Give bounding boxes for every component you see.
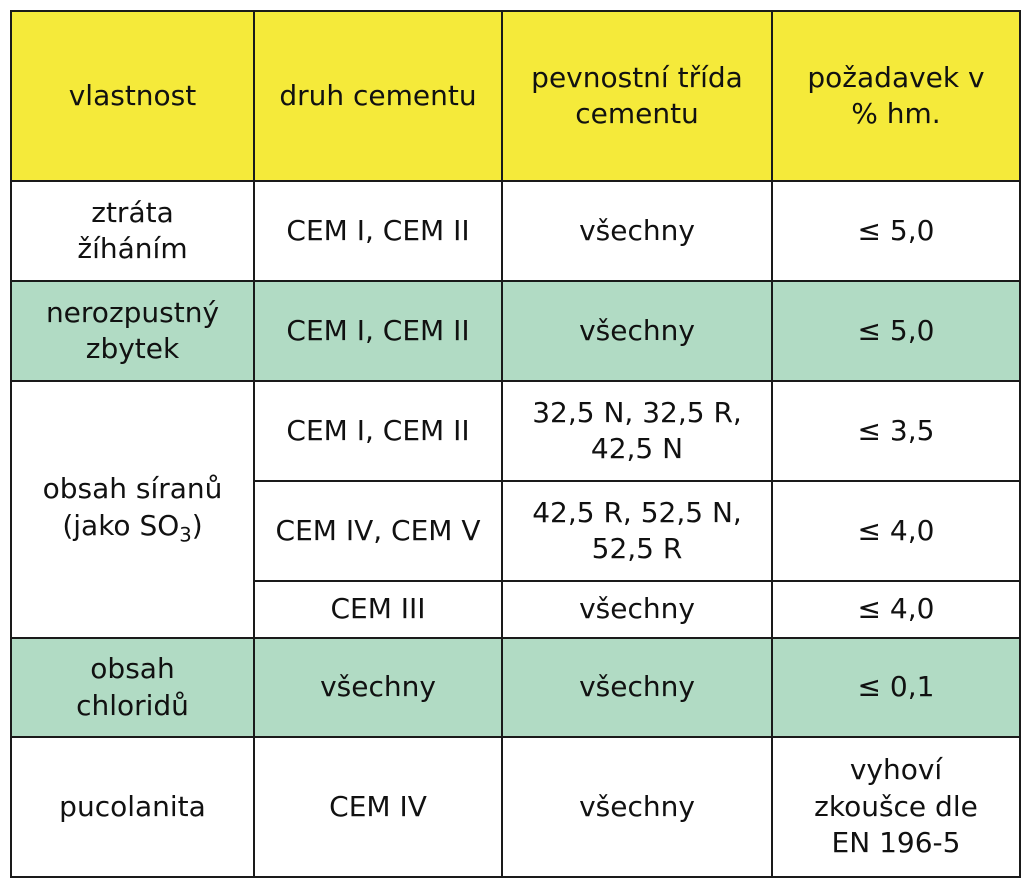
- sulfate-property-formula: (jako SO3): [18, 508, 247, 548]
- cell-requirement: ≤ 5,0: [771, 280, 1021, 382]
- cell-requirement: ≤ 5,0: [771, 180, 1021, 282]
- cell-requirement: ≤ 3,5: [771, 380, 1021, 482]
- cell-strength-class: všechny: [501, 280, 773, 382]
- row-sulfate-1: obsah síranů (jako SO3) CEM I, CEM II 32…: [10, 380, 1021, 639]
- header-strength-class-text: pevnostní třída cementu: [531, 60, 743, 130]
- header-cement-type: druh cementu: [253, 10, 503, 182]
- header-property: vlastnost: [10, 10, 255, 182]
- cell-requirement: ≤ 4,0: [771, 580, 1021, 639]
- cell-requirement: ≤ 0,1: [771, 637, 1021, 738]
- cell-strength-class: všechny: [501, 180, 773, 282]
- cement-requirements-table: vlastnost druh cementu pevnostní třída c…: [10, 10, 1021, 878]
- cell-property: obsah chloridů: [10, 637, 255, 738]
- cell-cement-type: všechny: [253, 637, 503, 738]
- cell-cement-type: CEM I, CEM II: [253, 180, 503, 282]
- cell-property: ztráta žíháním: [10, 180, 255, 282]
- cell-strength-class: 32,5 N, 32,5 R, 42,5 N: [501, 380, 773, 482]
- row-chloride: obsah chloridů všechny všechny ≤ 0,1: [10, 637, 1021, 738]
- row-pozzolanicity: pucolanita CEM IV všechny vyhoví zkoušce…: [10, 736, 1021, 878]
- strength-class-text: 42,5 R, 52,5 N, 52,5 R: [532, 495, 742, 565]
- cell-strength-class: 42,5 R, 52,5 N, 52,5 R: [501, 480, 773, 582]
- header-row: vlastnost druh cementu pevnostní třída c…: [10, 10, 1021, 182]
- row-insoluble-residue: nerozpustný zbytek CEM I, CEM II všechny…: [10, 280, 1021, 382]
- property-text: nerozpustný zbytek: [45, 295, 220, 365]
- row-loss-on-ignition: ztráta žíháním CEM I, CEM II všechny ≤ 5…: [10, 180, 1021, 282]
- cell-cement-type: CEM I, CEM II: [253, 280, 503, 382]
- row-sulfate-2: CEM IV, CEM V 42,5 R, 52,5 N, 52,5 R ≤ 4…: [11, 480, 1021, 582]
- cell-cement-type: CEM I, CEM II: [253, 380, 503, 482]
- cell-property-sulfate: obsah síranů (jako SO3): [10, 380, 255, 639]
- cell-cement-type: CEM III: [253, 580, 503, 639]
- row-sulfate-3: CEM III všechny ≤ 4,0: [11, 580, 1021, 639]
- cell-property: pucolanita: [10, 736, 255, 878]
- cell-strength-class: všechny: [501, 637, 773, 738]
- cell-requirement: vyhoví zkoušce dle EN 196-5: [771, 736, 1021, 878]
- property-text: ztráta žíháním: [77, 195, 188, 265]
- sulfate-formula-close: ): [191, 508, 203, 542]
- cell-cement-type: CEM IV, CEM V: [253, 480, 503, 582]
- cell-strength-class: všechny: [501, 736, 773, 878]
- header-requirement: požadavek v % hm.: [771, 10, 1021, 182]
- requirement-text: vyhoví zkoušce dle EN 196-5: [814, 753, 978, 860]
- header-requirement-text: požadavek v % hm.: [807, 60, 985, 130]
- sulfate-property-main: obsah síranů: [42, 472, 223, 506]
- sulfate-formula-open: (jako SO: [62, 508, 180, 542]
- cell-property: nerozpustný zbytek: [10, 280, 255, 382]
- header-strength-class: pevnostní třída cementu: [501, 10, 773, 182]
- sulfate-formula-subscript: 3: [179, 523, 192, 547]
- cell-requirement: ≤ 4,0: [771, 480, 1021, 582]
- cell-strength-class: všechny: [501, 580, 773, 639]
- cell-cement-type: CEM IV: [253, 736, 503, 878]
- strength-class-text: 32,5 N, 32,5 R, 42,5 N: [532, 395, 742, 465]
- property-text: obsah chloridů: [76, 652, 189, 722]
